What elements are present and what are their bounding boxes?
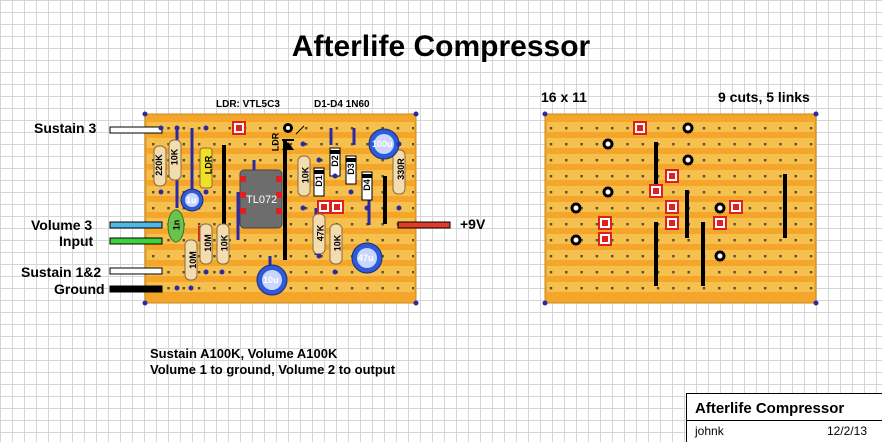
label-tl072: TL072 (246, 194, 278, 206)
sustain3-label: Sustain 3 (34, 120, 97, 136)
ground-label: Ground (54, 281, 105, 297)
electrolytic-caps (180, 128, 400, 296)
right-hole-markers (570, 122, 726, 262)
ldr-body (199, 147, 213, 189)
note-line-2: Volume 1 to ground, Volume 2 to output (150, 362, 396, 377)
titleblock-author: johnk (695, 424, 724, 438)
cap-1n (167, 209, 185, 243)
label-10u: 10u (263, 275, 279, 285)
label-47k: 47K (315, 224, 326, 242)
titleblock-date: 12/2/13 (826, 424, 867, 438)
label-ldr-led: LDR (270, 132, 281, 152)
label-1u: 1u (186, 195, 197, 205)
label-330r: 330R (395, 158, 406, 180)
input-label: Input (59, 233, 94, 249)
ldr-type-label: LDR: VTL5C3 (216, 99, 280, 110)
label-d3: D3 (345, 163, 356, 175)
diode-type-label: D1-D4 1N60 (314, 99, 370, 110)
diodes (313, 147, 373, 201)
volume3-label: Volume 3 (31, 217, 93, 233)
label-10k-c: 10K (300, 166, 311, 184)
titleblock-title: Afterlife Compressor (695, 400, 845, 417)
page-title: Afterlife Compressor (291, 30, 591, 63)
right-cut-markers (598, 121, 743, 246)
lead-dots (158, 125, 402, 291)
cuts-links-label: 9 cuts, 5 links (718, 89, 810, 105)
resistors (153, 139, 406, 281)
ic-tl072 (239, 169, 283, 229)
label-100u: 100u (372, 139, 393, 149)
label-d4: D4 (361, 179, 372, 191)
ldr-led (282, 123, 305, 150)
label-10k-a: 10K (169, 148, 180, 166)
label-47u: 47u (358, 253, 374, 263)
note-line-1: Sustain A100K, Volume A100K (150, 346, 338, 361)
right-links (654, 142, 787, 286)
supply-label: +9V (460, 216, 486, 232)
titleblock-divider (687, 420, 882, 421)
title-block: Afterlife Compressor johnk 12/2/13 (686, 393, 882, 442)
label-ldr-body: LDR (203, 155, 214, 175)
label-10m-a: 10M (202, 234, 213, 252)
board-size-label: 16 x 11 (541, 89, 587, 105)
label-220k: 220K (153, 154, 164, 176)
label-10k-d: 10K (332, 234, 343, 252)
label-10m-b: 10M (187, 251, 198, 269)
sustain12-label: Sustain 1&2 (21, 264, 102, 280)
label-10k-b: 10K (219, 234, 230, 252)
label-d1: D1 (313, 175, 324, 187)
label-1n: 1n (171, 219, 182, 231)
label-d2: D2 (329, 155, 340, 167)
